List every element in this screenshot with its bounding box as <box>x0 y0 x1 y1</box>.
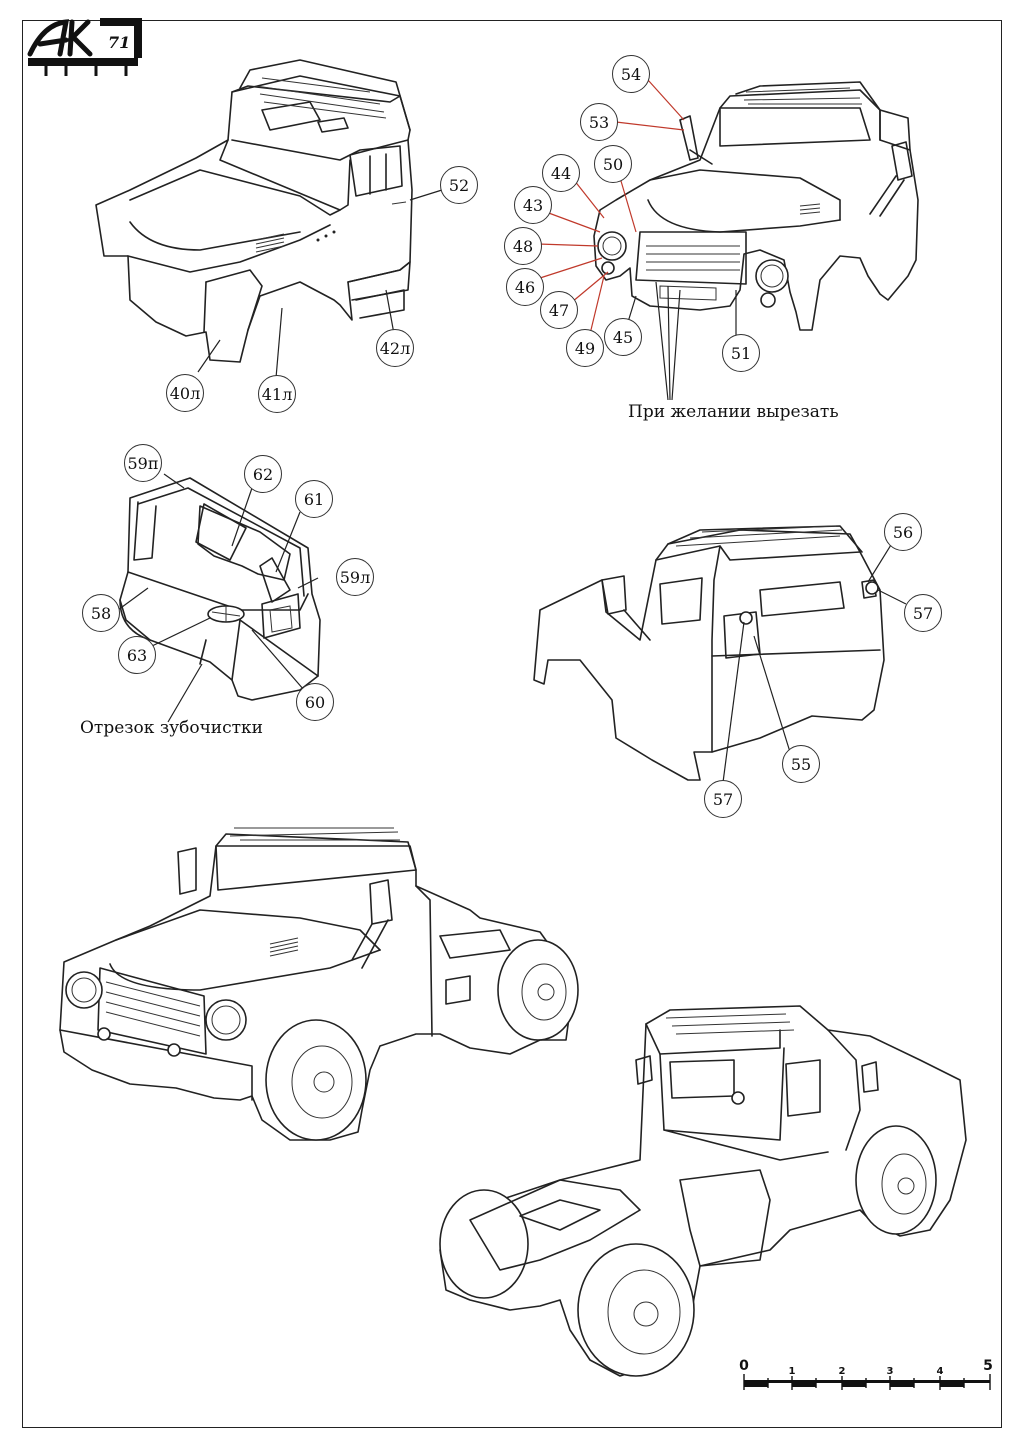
callout-57-right: 57 <box>904 594 942 632</box>
scale-tick-5: 5 <box>983 1358 993 1374</box>
callout-49: 49 <box>566 329 604 367</box>
callout-40l: 40л <box>166 374 204 412</box>
scale-tick-1: 1 <box>788 1366 796 1377</box>
page-frame <box>22 20 1002 1428</box>
callout-58: 58 <box>82 594 120 632</box>
callout-50: 50 <box>594 145 632 183</box>
cab-rear <box>533 525 907 791</box>
callout-55: 55 <box>782 745 820 783</box>
callout-54: 54 <box>612 55 650 93</box>
callout-61: 61 <box>295 480 333 518</box>
callout-52: 52 <box>440 166 478 204</box>
ak71-logo: 71 <box>27 18 142 76</box>
scale-tick-2: 2 <box>838 1366 846 1377</box>
callout-45: 45 <box>604 318 642 356</box>
scale-tick-3: 3 <box>886 1366 894 1377</box>
note-toothpick: Отрезок зубочистки <box>80 718 264 738</box>
callout-51: 51 <box>722 334 760 372</box>
callout-42l: 42л <box>376 329 414 367</box>
callout-41l: 41л <box>258 375 296 413</box>
truck-rear-view <box>439 1005 967 1377</box>
callout-63: 63 <box>118 636 156 674</box>
callout-59l: 59л <box>336 558 374 596</box>
scale-tick-4: 4 <box>936 1366 944 1377</box>
note-optional-cut: При желании вырезать <box>628 402 839 422</box>
callout-43: 43 <box>514 186 552 224</box>
callout-60: 60 <box>296 683 334 721</box>
callout-56: 56 <box>884 513 922 551</box>
callout-48: 48 <box>504 227 542 265</box>
scale-tick-0: 0 <box>739 1358 749 1374</box>
callout-59p: 59п <box>124 444 162 482</box>
cab-hood-assembly-front-left <box>95 59 443 379</box>
callout-53: 53 <box>580 103 618 141</box>
callout-46: 46 <box>506 268 544 306</box>
truck-front-view <box>59 827 579 1141</box>
scale-bar <box>743 1374 991 1390</box>
cab-interior <box>117 473 321 723</box>
svg-text:71: 71 <box>108 33 130 52</box>
callout-57-bottom: 57 <box>704 780 742 818</box>
callout-44: 44 <box>542 154 580 192</box>
callout-62: 62 <box>244 455 282 493</box>
callout-47: 47 <box>540 291 578 329</box>
cab-front-detail <box>537 79 919 401</box>
